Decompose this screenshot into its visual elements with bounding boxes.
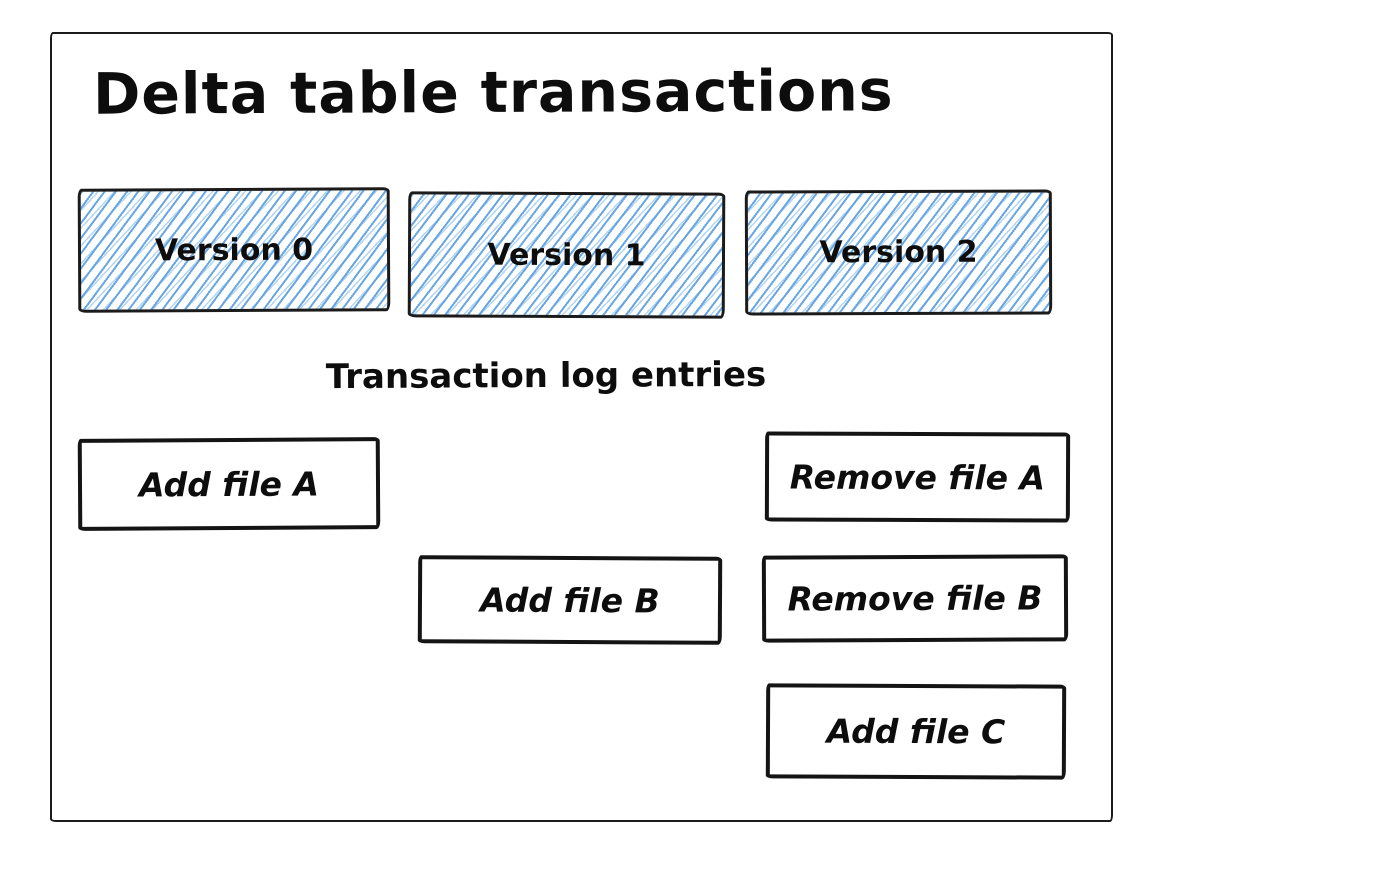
log-entry-remove-file-b-label: Remove file B [787,578,1043,619]
log-entry-add-file-b-label: Add file B [480,580,660,620]
log-entry-remove-file-a-label: Remove file A [789,457,1046,497]
version-0-box: Version 0 [77,187,391,313]
version-2-box: Version 2 [744,189,1053,316]
version-1-label: Version 1 [487,237,646,273]
log-entry-add-file-b: Add file B [417,555,723,645]
log-entry-add-file-c: Add file C [765,683,1067,780]
log-entry-remove-file-b: Remove file B [761,554,1069,643]
version-1-box: Version 1 [407,191,726,319]
transaction-log-entries-label: Transaction log entries [325,354,767,398]
diagram-frame [50,32,1113,822]
log-entry-add-file-c-label: Add file C [826,711,1006,752]
log-entry-add-file-a: Add file A [77,437,381,531]
version-2-label: Version 2 [819,234,978,271]
diagram-title: Delta table transactions [92,58,894,128]
log-entry-remove-file-a: Remove file A [764,431,1071,523]
version-0-label: Version 0 [154,232,314,268]
log-entry-add-file-a-label: Add file A [138,463,320,505]
